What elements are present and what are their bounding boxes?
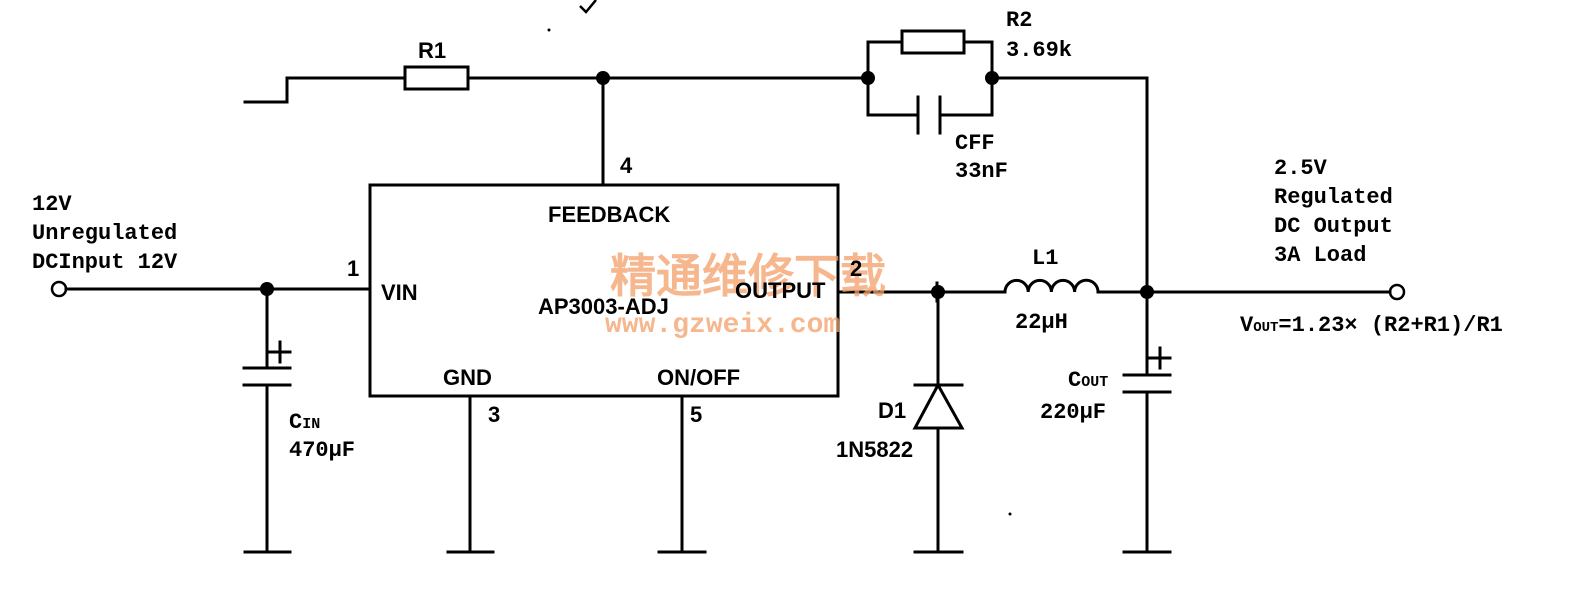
d1-label: D1 bbox=[878, 398, 906, 423]
junction-dot bbox=[596, 71, 610, 85]
scan-mark bbox=[547, 28, 551, 32]
r2-label: R2 bbox=[1006, 8, 1032, 33]
vout-formula: VOUT=1.23× (R2+R1)/R1 bbox=[1240, 313, 1503, 338]
input-terminal bbox=[50, 280, 68, 298]
r1-ground-wire bbox=[243, 76, 407, 104]
l1-inductor bbox=[1003, 278, 1100, 294]
pin-number: 2 bbox=[850, 256, 862, 281]
junction-dot bbox=[260, 282, 274, 296]
cin-label: CIN bbox=[289, 410, 320, 435]
input-description-2: DCInput 12V bbox=[32, 250, 178, 275]
l1-value: 22μH bbox=[1015, 310, 1068, 335]
output-plus-icon bbox=[926, 281, 948, 303]
pin-number: 4 bbox=[620, 153, 633, 178]
cin-value: 470μF bbox=[289, 438, 355, 463]
junction-dot bbox=[861, 71, 875, 85]
input-description: Unregulated bbox=[32, 221, 177, 246]
input-voltage: 12V bbox=[32, 192, 72, 217]
r2-output-wire bbox=[990, 76, 1149, 294]
pin-number: 5 bbox=[690, 402, 702, 427]
junction-dot bbox=[985, 71, 999, 85]
chip-part-number: AP3003-ADJ bbox=[538, 294, 669, 319]
scan-mark bbox=[579, 0, 597, 14]
scan-mark bbox=[1008, 512, 1012, 516]
pin-number: 1 bbox=[347, 256, 359, 281]
chip-feedback-label: FEEDBACK bbox=[548, 202, 670, 227]
r2-resistor bbox=[900, 29, 966, 55]
cin-capacitor bbox=[242, 366, 292, 387]
cff-value: 33nF bbox=[955, 159, 1008, 184]
l1-label: L1 bbox=[1032, 246, 1058, 271]
d1-diode bbox=[912, 381, 965, 430]
output-terminal bbox=[1388, 283, 1406, 301]
output-description: Regulated bbox=[1274, 185, 1393, 210]
chip-output-label: OUTPUT bbox=[735, 278, 826, 303]
cout-value: 220μF bbox=[1040, 400, 1106, 425]
cout-capacitor bbox=[1122, 373, 1172, 394]
chip-onoff-label: ON/OFF bbox=[657, 365, 740, 390]
r1-label: R1 bbox=[418, 38, 446, 63]
cout-label: COUT bbox=[1068, 368, 1108, 393]
output-load: 3A Load bbox=[1274, 243, 1366, 268]
watermark-cn: 精通维修下载 bbox=[610, 249, 886, 303]
chip-vin-label: VIN bbox=[381, 280, 418, 305]
r2-value: 3.69k bbox=[1006, 38, 1072, 63]
cff-capacitor bbox=[916, 95, 942, 135]
cff-label: CFF bbox=[955, 131, 995, 156]
output-description-2: DC Output bbox=[1274, 214, 1393, 239]
chip-body bbox=[368, 183, 840, 398]
r1-resistor bbox=[403, 65, 470, 91]
cout-plus-icon bbox=[1148, 346, 1172, 370]
watermark-url: www.gzweix.com bbox=[605, 310, 840, 341]
junction-dot bbox=[1140, 285, 1154, 299]
pin-number: 3 bbox=[488, 402, 500, 427]
output-voltage: 2.5V bbox=[1274, 156, 1328, 181]
chip-gnd-label: GND bbox=[443, 365, 492, 390]
cin-plus-icon bbox=[268, 340, 292, 364]
d1-value: 1N5822 bbox=[836, 437, 913, 462]
